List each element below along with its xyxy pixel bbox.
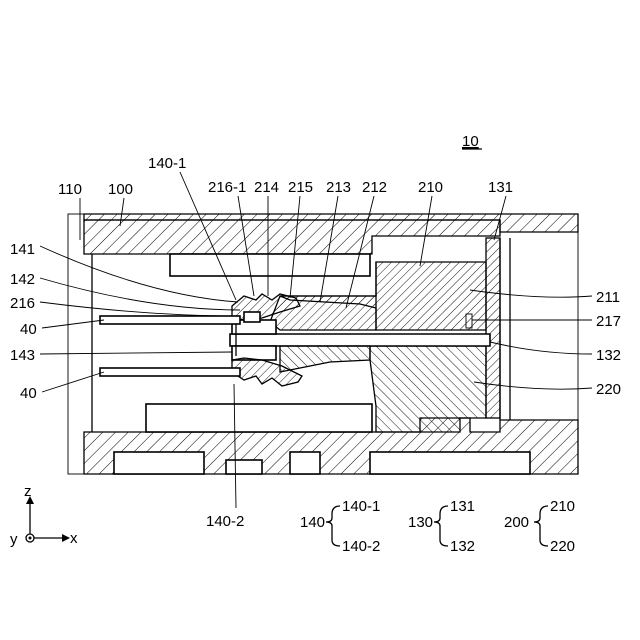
label-132: 132 [596, 347, 621, 364]
label-220: 220 [596, 381, 621, 398]
axis-z-label: z [24, 483, 32, 500]
pin-40-lower [100, 368, 240, 376]
label-213: 213 [326, 179, 351, 196]
group-140-child-1: 140-1 [342, 498, 380, 515]
label-214: 214 [254, 179, 279, 196]
label-40-lower: 40 [20, 385, 37, 402]
label-100: 100 [108, 181, 133, 198]
label-142: 142 [10, 271, 35, 288]
label-216-1: 216-1 [208, 179, 246, 196]
label-140-2: 140-2 [206, 513, 244, 530]
label-140-1: 140-1 [148, 155, 186, 172]
group-parent-130: 130 [408, 514, 433, 531]
group-parent-140: 140 [300, 514, 325, 531]
group-200-child-2: 220 [550, 538, 575, 555]
label-216: 216 [10, 295, 35, 312]
figure-number: 10 [462, 133, 479, 150]
axis-x-label: x [70, 530, 78, 547]
label-210: 210 [418, 179, 443, 196]
label-40-upper: 40 [20, 321, 37, 338]
label-110: 110 [58, 181, 82, 198]
label-215: 215 [288, 179, 313, 196]
axis-indicator [26, 496, 70, 542]
group-200-child-1: 210 [550, 498, 575, 515]
label-141: 141 [10, 241, 35, 258]
pin-40-upper [100, 316, 240, 324]
group-130-child-1: 131 [450, 498, 475, 515]
label-131: 131 [488, 179, 513, 196]
label-212: 212 [362, 179, 387, 196]
group-140-child-2: 140-2 [342, 538, 380, 555]
group-130-child-2: 132 [450, 538, 475, 555]
group-parent-200: 200 [504, 514, 529, 531]
label-143: 143 [10, 347, 35, 364]
axis-y-label: y [10, 531, 18, 548]
label-211: 211 [596, 289, 620, 306]
label-217: 217 [596, 313, 621, 330]
